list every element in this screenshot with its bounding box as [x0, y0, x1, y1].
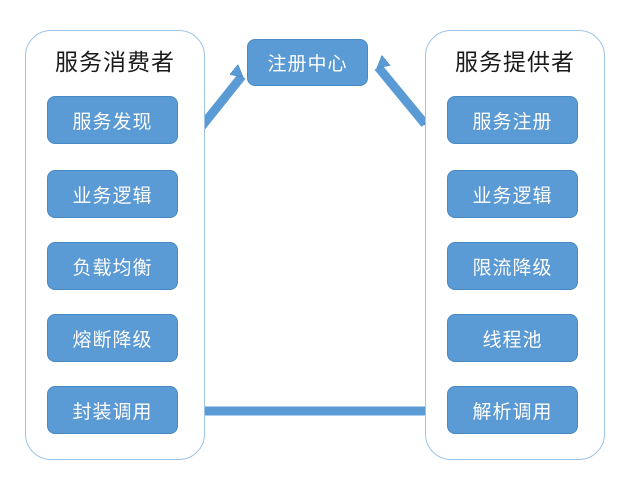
node-service-discovery[interactable]: 服务发现 [47, 96, 178, 144]
node-parse-invoke[interactable]: 解析调用 [447, 386, 578, 434]
arrow-registry-provider [374, 67, 425, 127]
node-circuit-breaker[interactable]: 熔断降级 [47, 314, 178, 362]
service-provider-title: 服务提供者 [455, 50, 575, 76]
node-business-logic-provider[interactable]: 业务逻辑 [447, 170, 578, 218]
node-business-logic-consumer[interactable]: 业务逻辑 [47, 170, 178, 218]
node-wrap-invoke[interactable]: 封装调用 [47, 386, 178, 434]
registry-center-node[interactable]: 注册中心 [247, 39, 368, 86]
service-consumer-title: 服务消费者 [55, 50, 175, 76]
node-thread-pool[interactable]: 线程池 [447, 314, 578, 362]
node-load-balancing[interactable]: 负载均衡 [47, 242, 178, 290]
node-rate-limit-degrade[interactable]: 限流降级 [447, 242, 578, 290]
node-service-registration[interactable]: 服务注册 [447, 96, 578, 144]
